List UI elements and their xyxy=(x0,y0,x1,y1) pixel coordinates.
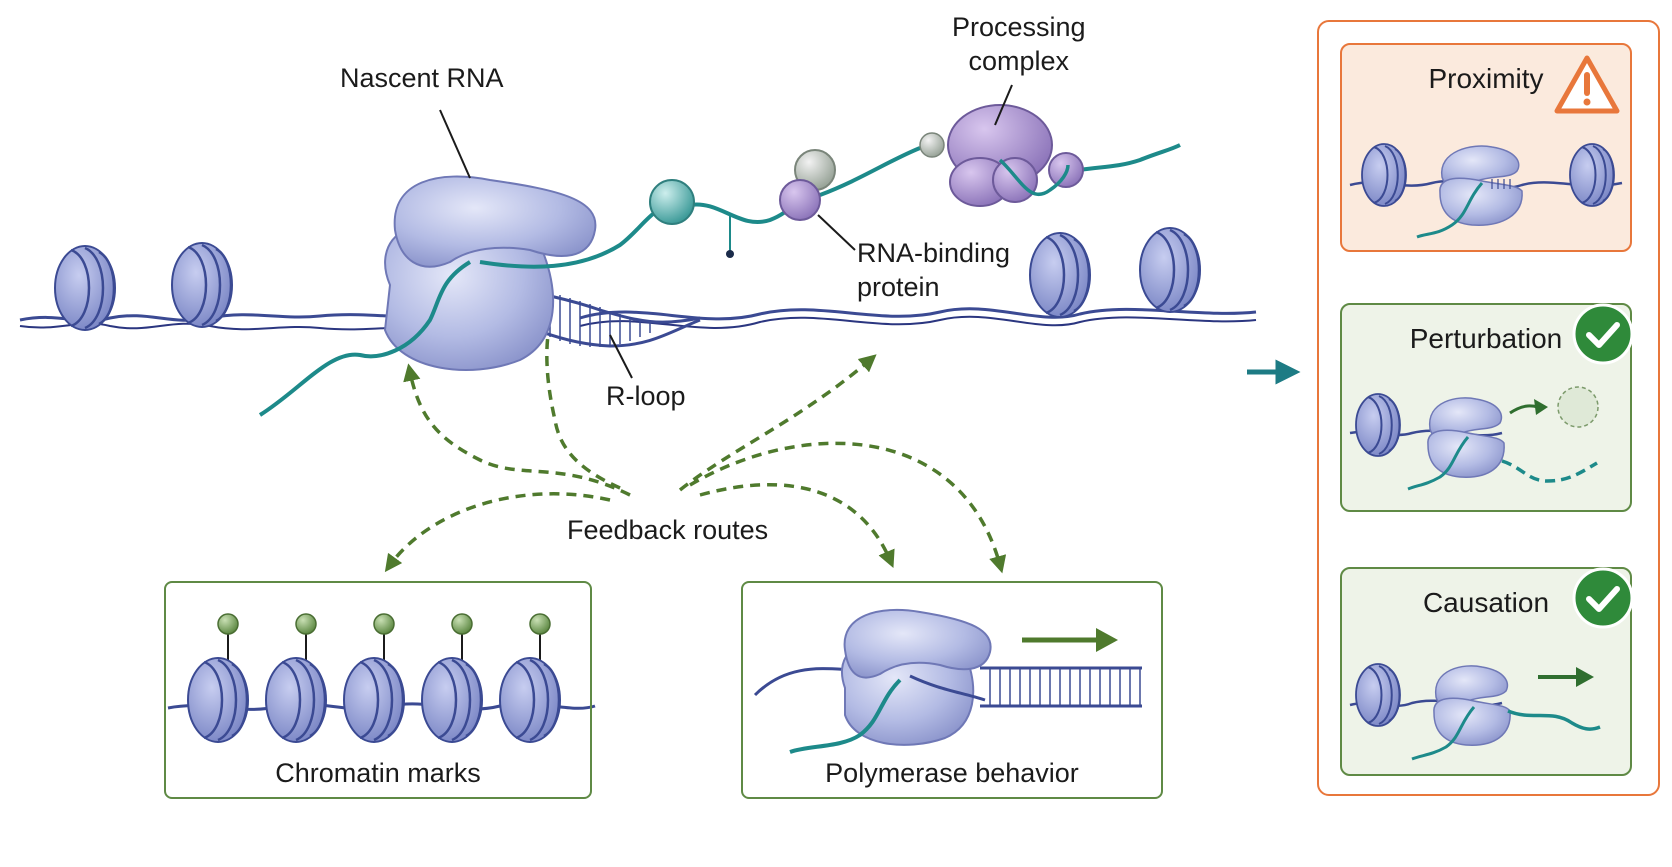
chromatin-marks-label: Chromatin marks xyxy=(275,758,481,788)
processing-complex-icon xyxy=(919,104,1084,207)
step-title: Causation xyxy=(1422,587,1550,618)
feedback-arrows xyxy=(384,334,1007,574)
nucleosome-icon xyxy=(170,241,234,329)
rna-binding-protein-icon xyxy=(779,179,821,221)
chromatin-marks-box: Chromatin marks xyxy=(164,581,592,799)
nucleosome-icon xyxy=(1028,231,1092,319)
rna-binding-protein-label-line1: RNA-binding xyxy=(857,238,1011,268)
causation-illustration xyxy=(1349,663,1601,761)
r-loop-label: R-loop xyxy=(606,381,686,411)
nucleosome-icon xyxy=(53,244,117,332)
check-icon xyxy=(1572,303,1634,365)
feedback-routes-label: Feedback routes xyxy=(567,515,769,545)
polymerase-behavior-illustration xyxy=(753,608,1142,754)
polymerase-behavior-box: Polymerase behavior xyxy=(741,581,1163,799)
chromatin-mark-icon xyxy=(217,613,239,635)
chromatin-mark-icon xyxy=(451,613,473,635)
perturbation-illustration xyxy=(1349,386,1599,491)
step-title: Perturbation xyxy=(1409,323,1563,354)
step-title: Proximity xyxy=(1428,63,1544,94)
processing-complex-label-line1: Processing xyxy=(952,12,1086,42)
processing-complex-label: Processing complex xyxy=(952,10,1086,78)
step-perturbation: Perturbation xyxy=(1340,303,1634,512)
proximity-illustration xyxy=(1349,143,1623,239)
step-causation: Causation xyxy=(1340,567,1634,776)
callout-pointers xyxy=(439,84,1013,379)
rna-binding-protein-label-line2: protein xyxy=(857,272,940,302)
step-proximity: Proximity xyxy=(1340,43,1632,252)
polymerase-behavior-label: Polymerase behavior xyxy=(825,758,1079,788)
chromatin-marks-illustration xyxy=(167,613,596,744)
check-icon xyxy=(1572,567,1634,629)
rna-binding-protein-label: RNA-binding protein xyxy=(857,236,1010,304)
nucleosome-icon xyxy=(1138,226,1202,314)
chromatin-mark-icon xyxy=(373,613,395,635)
warning-icon xyxy=(1554,55,1620,114)
chromatin-mark-icon xyxy=(295,613,317,635)
nascent-rna-label: Nascent RNA xyxy=(340,63,504,93)
rna-polymerase-icon xyxy=(383,175,597,371)
rna-binding-protein-icon xyxy=(649,179,695,225)
processing-complex-label-line2: complex xyxy=(968,46,1070,76)
chromatin-mark-icon xyxy=(529,613,551,635)
